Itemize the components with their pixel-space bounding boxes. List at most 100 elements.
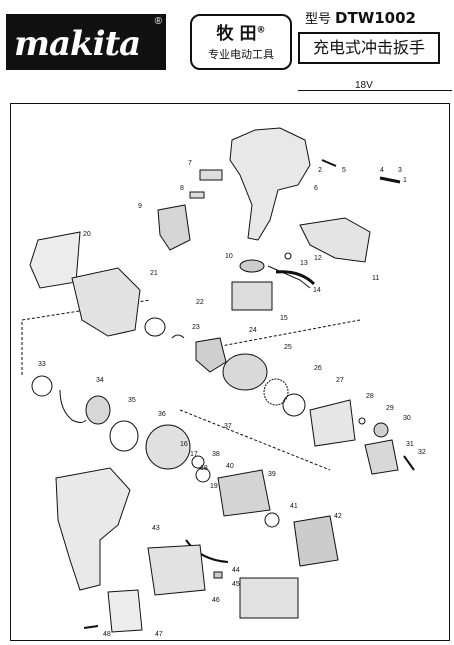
part-number: 15 [280,315,288,322]
bearing-part [191,455,205,469]
brand-subtitle: 专业电动工具 [208,48,274,61]
assembly-guide-line [179,409,331,471]
part-number: 21 [150,270,158,277]
cover-part [299,217,371,263]
part-number: 6 [314,185,318,192]
part-number: 22 [196,299,204,306]
part-number: 28 [366,393,374,400]
part-number: 41 [290,503,298,510]
part-number: 36 [158,411,166,418]
screw-part [83,625,99,629]
terminal-plate-part [239,577,299,619]
steel-ball-ring-part [263,378,289,406]
part-number: 38 [212,451,220,458]
part-number: 25 [284,344,292,351]
part-number: 9 [138,203,142,210]
part-number: 12 [314,255,322,262]
part-number: 33 [38,361,46,368]
part-number: 23 [192,324,200,331]
button-part [239,259,265,273]
switch-part [157,204,191,251]
part-number: 14 [313,287,321,294]
bearing-part [264,512,280,528]
part-number: 27 [336,377,344,384]
battery-cover-part [147,544,206,596]
part-number: 1 [403,177,407,184]
voltage-label: 18V [355,80,373,91]
part-number: 35 [128,397,136,404]
part-number: 48 [103,631,111,638]
motor-housing-part [55,467,131,591]
part-number: 45 [232,581,240,588]
front-cover-part [29,231,81,289]
screw-part [379,176,401,184]
part-number: 44 [232,567,240,574]
part-number: 29 [386,405,394,412]
part-number: 40 [226,463,234,470]
brand-box: 牧 田® 专业电动工具 [190,14,292,70]
part-number: 24 [249,327,257,334]
part-number: 18 [200,465,208,472]
spindle-part [364,439,399,475]
bearing-part [195,467,211,483]
part-number: 3 [398,167,402,174]
part-number: 30 [403,415,411,422]
part-number: 13 [300,260,308,267]
bearing-part [85,395,111,425]
part-number: 20 [83,231,91,238]
ring-part [31,375,53,397]
logo-text: makita [14,24,141,64]
pin-part [284,252,292,260]
diagram-frame [10,103,450,641]
part-number: 17 [190,451,198,458]
o-ring-part [109,420,139,452]
ball-part [358,417,366,425]
logo-registered-mark: ® [154,16,162,27]
switch-lever-part [199,169,223,181]
part-number: 46 [212,597,220,604]
washer-part [144,317,166,337]
screw-part [321,159,337,167]
compression-spring-part [309,399,356,447]
header-rule [298,90,452,91]
pin-part [403,455,415,471]
housing-part [229,127,311,241]
part-number: 26 [314,365,322,372]
brand-name: 牧 田® [216,24,266,44]
part-number: 32 [418,449,426,456]
rotor-part [217,469,271,517]
gear-housing-part [71,267,141,337]
model-value: DTW1002 [335,9,416,27]
terminal-part [213,571,223,579]
retaining-ring-part [171,334,185,339]
model-label: 型号 [305,12,332,27]
part-number: 31 [406,441,414,448]
lever-part [275,270,316,286]
makita-logo: makita ® [6,14,166,70]
part-number: 8 [180,185,184,192]
hammer-part [222,353,268,391]
belt-hook-part [107,589,143,633]
product-name: 充电式冲击扳手 [298,32,440,64]
part-number: 16 [180,441,188,448]
part-number: 10 [225,253,233,260]
assembly-guide-line [199,319,361,351]
washer-part [282,393,306,417]
part-number: 19 [210,483,218,490]
part-number: 42 [334,513,342,520]
stator-part [293,515,339,567]
part-number: 47 [155,631,163,638]
gear-part [373,422,389,438]
part-number: 5 [342,167,346,174]
spring-part [189,191,205,199]
part-number: 2 [318,167,322,174]
part-number: 39 [268,471,276,478]
part-number: 7 [188,160,192,167]
part-number: 34 [96,377,104,384]
part-number: 37 [224,423,232,430]
anvil-part [195,337,227,373]
wire-part [185,539,229,563]
controller-part [231,281,273,311]
ring-spring-part [59,389,87,423]
